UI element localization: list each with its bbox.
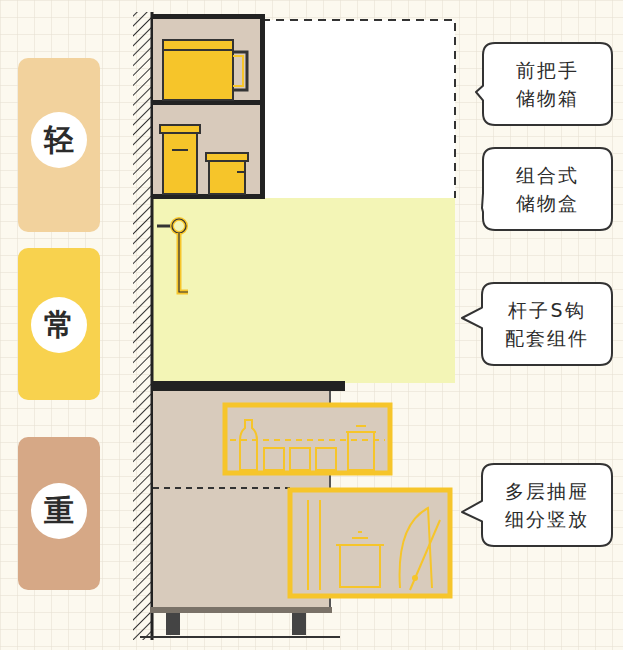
upper-cabinet-part [153, 14, 265, 19]
callout-bubble: 多层抽屉 细分竖放 [482, 464, 612, 546]
top-drawer [225, 405, 390, 473]
lower-cabinet-part [140, 636, 340, 638]
s-hook-part [179, 233, 188, 292]
lower-cabinet-part [153, 487, 290, 489]
lower-cabinet-part [166, 613, 180, 635]
zones-part [153, 198, 455, 383]
bubble-shape [462, 283, 612, 365]
band-label: 轻 [31, 112, 87, 168]
bubble-shape [462, 464, 612, 546]
top-drawer-part [316, 448, 336, 470]
bubble-outline [482, 283, 612, 365]
storage-box-part [233, 56, 243, 86]
wall-part [133, 12, 151, 640]
lower-cabinet-part [292, 613, 306, 635]
zones-part [262, 20, 455, 198]
combination-boxes-part [172, 149, 188, 151]
s-hook-part [172, 219, 186, 233]
bottom-drawer-part [336, 532, 384, 545]
weight-band: 常 [18, 248, 100, 400]
weight-band: 重 [18, 437, 100, 590]
combination-boxes-part [209, 160, 245, 194]
storage-box [163, 40, 247, 100]
storage-box-part [163, 49, 233, 51]
callout-text: 组合式 储物盒 [500, 161, 595, 217]
combination-boxes-part [160, 125, 200, 133]
top-drawer-part [225, 405, 390, 473]
s-hook-part [172, 219, 186, 233]
bottom-drawer-part [319, 500, 321, 590]
callout-text: 多层抽屉 细分竖放 [500, 477, 595, 533]
combination-boxes-part [163, 132, 197, 194]
top-drawer-part [290, 448, 310, 470]
callout-text: 杆子S钩 配套组件 [500, 296, 595, 352]
band-label: 重 [31, 483, 87, 539]
weight-band: 轻 [18, 58, 100, 232]
wall [133, 12, 152, 640]
lower-cabinet-part [153, 381, 345, 391]
lower-cabinet-part [150, 607, 332, 613]
bottom-drawer-part [412, 575, 418, 581]
top-drawer-part [348, 432, 374, 470]
combination-boxes [160, 125, 248, 194]
s-hook-part [179, 233, 188, 292]
zones-part [262, 20, 455, 198]
upper-cabinet-part [153, 16, 263, 198]
upper-cabinet [153, 14, 265, 199]
bottom-drawer-part [340, 545, 380, 587]
s-hook [157, 219, 188, 292]
bubble-outline [483, 148, 612, 230]
bottom-drawer-part [290, 490, 450, 596]
top-drawer-part [346, 426, 376, 432]
bubble-outline [482, 464, 612, 546]
callout-bubble: 杆子S钩 配套组件 [482, 283, 612, 365]
band-label: 常 [31, 297, 87, 353]
callout-bubble: 前把手 储物箱 [483, 43, 612, 125]
callout-text: 前把手 储物箱 [500, 56, 595, 112]
bubble-shape [476, 43, 612, 125]
top-drawer-part [264, 448, 284, 470]
callout-bubble: 组合式 储物盒 [483, 148, 612, 230]
storage-box-part [163, 40, 233, 100]
bubble-shape [482, 148, 612, 230]
bubble-outline [483, 43, 612, 125]
bottom-drawer [290, 490, 450, 596]
bottom-drawer-part [307, 500, 309, 590]
upper-cabinet-part [260, 14, 265, 199]
s-hook-part [157, 225, 172, 228]
bottom-drawer-part [410, 520, 440, 590]
top-drawer-part [230, 439, 385, 441]
top-drawer-part [240, 420, 257, 470]
combination-boxes-part [206, 153, 248, 161]
storage-box-part [233, 52, 247, 90]
combination-boxes-part [237, 171, 245, 173]
zones [153, 20, 455, 383]
